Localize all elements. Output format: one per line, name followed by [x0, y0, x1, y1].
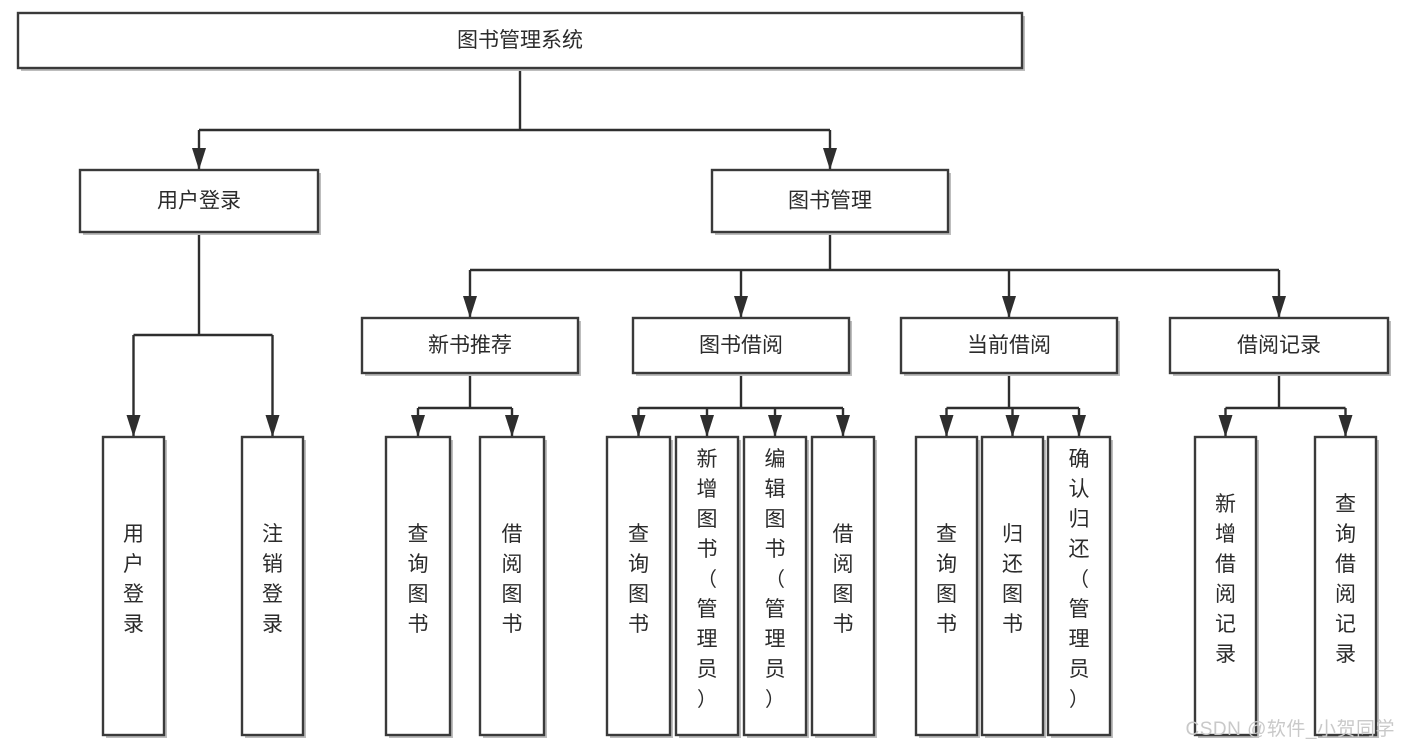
node-level1-1[interactable]: 用户登录: [78, 168, 321, 235]
node-label: 编辑图书（管理员）: [765, 448, 786, 711]
arrow-head-icon: [265, 415, 280, 437]
node-label: 借阅图书: [502, 523, 523, 636]
node-label: 注销登录: [262, 523, 283, 636]
node-leaf-11[interactable]: 确认归还（管理员）: [1046, 435, 1113, 738]
arrow-head-icon: [192, 148, 206, 170]
arrow-head-icon: [1338, 415, 1353, 437]
node-leaf-3[interactable]: 查询图书: [384, 435, 453, 738]
arrow-head-icon: [734, 296, 748, 318]
arrow-head-icon: [505, 415, 519, 437]
node-label: 新增图书（管理员）: [697, 448, 718, 711]
node-label: 图书借阅: [699, 334, 783, 357]
node-label: 新增借阅记录: [1215, 493, 1236, 666]
arrow-head-icon: [463, 296, 477, 318]
node-leaf-5[interactable]: 查询图书: [605, 435, 673, 738]
node-label: 查询图书: [628, 523, 649, 636]
node-leaf-12[interactable]: 新增借阅记录: [1193, 435, 1259, 738]
watermark-text: CSDN @软件_小贺同学: [1185, 719, 1395, 740]
node-leaf-7[interactable]: 编辑图书（管理员）: [742, 435, 809, 738]
node-label: 新书推荐: [428, 334, 512, 357]
arrow-head-icon: [836, 415, 850, 437]
node-level2-3[interactable]: 当前借阅: [899, 316, 1120, 376]
node-label: 借阅记录: [1237, 334, 1321, 357]
node-root-book-management-system[interactable]: 图书管理系统: [16, 11, 1025, 71]
arrow-head-icon: [939, 415, 954, 437]
node-label: 确认归还（管理员）: [1069, 448, 1090, 711]
node-leaf-1[interactable]: 用户登录: [101, 435, 167, 738]
node-label: 当前借阅: [967, 334, 1051, 357]
node-leaf-8[interactable]: 借阅图书: [810, 435, 877, 738]
arrow-head-icon: [631, 415, 646, 437]
node-label: 图书管理系统: [457, 29, 583, 52]
arrow-head-icon: [768, 415, 782, 437]
node-label: 借阅图书: [833, 523, 854, 636]
node-label: 用户登录: [123, 523, 144, 636]
node-level2-4[interactable]: 借阅记录: [1168, 316, 1391, 376]
node-level1-2[interactable]: 图书管理: [710, 168, 951, 235]
node-level2-1[interactable]: 新书推荐: [360, 316, 581, 376]
node-label: 查询图书: [936, 523, 957, 636]
node-label: 归还图书: [1002, 523, 1023, 636]
arrow-head-icon: [1272, 296, 1286, 318]
arrow-head-icon: [1005, 415, 1020, 437]
arrow-head-icon: [1072, 415, 1086, 437]
node-leaf-4[interactable]: 借阅图书: [478, 435, 547, 738]
arrow-head-icon: [1218, 415, 1233, 437]
node-leaf-10[interactable]: 归还图书: [980, 435, 1046, 738]
node-leaf-13[interactable]: 查询借阅记录: [1313, 435, 1379, 738]
node-label: 用户登录: [157, 190, 241, 213]
arrow-head-icon: [411, 415, 425, 437]
arrow-head-icon: [1002, 296, 1016, 318]
arrow-head-icon: [126, 415, 141, 437]
node-level2-2[interactable]: 图书借阅: [631, 316, 852, 376]
node-leaf-9[interactable]: 查询图书: [914, 435, 980, 738]
connector-layer: [126, 68, 1353, 437]
node-label: 图书管理: [788, 190, 872, 213]
node-leaf-2[interactable]: 注销登录: [240, 435, 306, 738]
node-label: 查询借阅记录: [1335, 493, 1356, 666]
node-layer: 图书管理系统用户登录图书管理新书推荐图书借阅当前借阅借阅记录用户登录注销登录查询…: [16, 11, 1391, 738]
arrow-head-icon: [700, 415, 714, 437]
node-leaf-6[interactable]: 新增图书（管理员）: [674, 435, 741, 738]
node-label: 查询图书: [408, 523, 429, 636]
arrow-head-icon: [823, 148, 837, 170]
